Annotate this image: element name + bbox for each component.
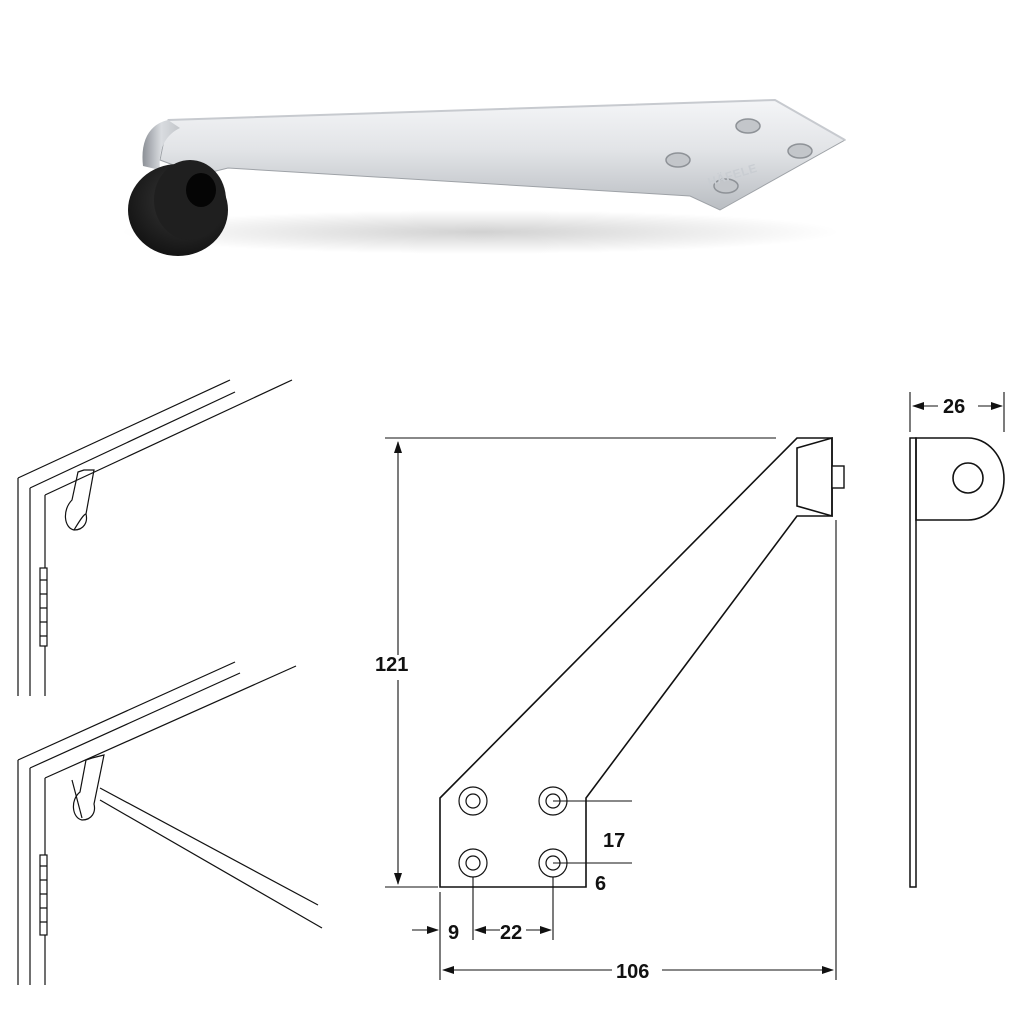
product-shadow	[120, 210, 840, 254]
rubber-stopper	[128, 160, 228, 256]
dim-hole-spacing-horizontal-label: 22	[500, 922, 522, 944]
technical-drawing-front: 121 106 9 22 17 6	[375, 436, 845, 983]
hinge-icon	[39, 567, 48, 647]
dim-width-label: 106	[616, 961, 649, 983]
dim-height-label: 121	[375, 654, 408, 676]
dim-hole-offset-bottom-label: 6	[595, 873, 606, 895]
mounting-holes	[458, 786, 568, 878]
installation-sketch-open	[17, 661, 323, 985]
side-stopper	[915, 437, 1005, 521]
drawing-stopper-cap	[831, 465, 845, 489]
dim-hole-offset-left-label: 9	[448, 922, 459, 944]
dim-hole-spacing-vertical-label: 17	[603, 830, 625, 852]
hinge-icon	[39, 854, 48, 936]
bracket-outline	[439, 437, 833, 888]
arm-edge	[167, 98, 846, 141]
side-stopper-hole	[952, 462, 984, 494]
side-plate	[909, 437, 917, 888]
steel-bend	[142, 120, 180, 170]
installation-sketch-closed	[17, 379, 293, 696]
technical-drawing-side: 26	[909, 392, 1005, 888]
stopper-hole	[186, 173, 216, 207]
photo-mounting-holes	[665, 118, 813, 194]
product-photo: HÄFELE	[120, 98, 847, 256]
drawing-stopper	[796, 436, 833, 518]
dim-thickness-label: 26	[943, 396, 965, 418]
stopper-bracket-icon	[72, 754, 105, 821]
